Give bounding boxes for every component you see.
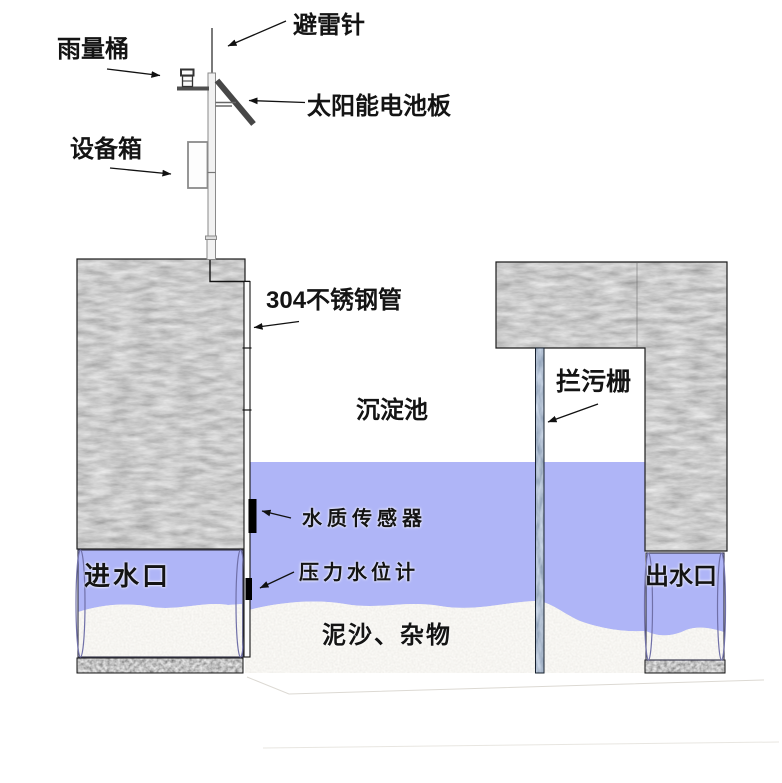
water-quality-sensor-marker — [248, 499, 257, 533]
pool-sand — [245, 601, 645, 673]
label-sedimentation-tank: 沉淀池 — [356, 397, 428, 424]
arrow-to-steel-pipe — [253, 320, 300, 330]
left-concrete-wall — [76, 258, 246, 550]
annotation-arrows — [106, 20, 599, 589]
rain-gauge-bucket — [180, 68, 195, 88]
arrow-to-solar-panel — [248, 97, 306, 105]
label-water-outlet: 出水口 — [645, 563, 717, 590]
equipment-box — [187, 141, 209, 189]
inlet-foundation-strip — [76, 657, 244, 674]
outlet-pipe-opening — [643, 552, 727, 661]
right-concrete-slab-and-column — [495, 261, 728, 552]
utility-pole — [207, 72, 216, 237]
arrow-to-water-quality-sensor — [261, 509, 292, 519]
label-steel-pipe: 304不锈钢管 — [266, 287, 403, 314]
label-water-quality-sensor: 水质传感器 — [302, 508, 427, 530]
arrow-to-pressure-level-gauge — [259, 571, 295, 589]
outlet-sand — [646, 627, 724, 660]
pole-base — [206, 239, 216, 260]
arrow-to-rain-gauge — [106, 68, 161, 78]
label-pressure-level-gauge: 压力水位计 — [299, 562, 419, 584]
label-solar-panel: 太阳能电池板 — [307, 93, 451, 120]
arrow-to-equipment-box — [109, 167, 172, 177]
trash-rack-bar — [535, 347, 545, 674]
label-lightning-rod: 避雷针 — [293, 12, 365, 39]
outlet-foundation-strip — [644, 659, 726, 674]
steel-pipe — [209, 259, 252, 658]
arrow-to-lightning-rod — [227, 20, 287, 47]
arrow-to-trash-rack — [547, 403, 599, 423]
pole-flange — [205, 235, 217, 240]
label-trash-rack: 拦污栅 — [556, 368, 632, 396]
monitoring-pole-assembly — [177, 28, 256, 260]
inlet-sand — [78, 604, 242, 657]
label-equipment-box: 设备箱 — [70, 136, 142, 163]
label-rain-gauge: 雨量桶 — [57, 36, 129, 63]
label-water-inlet: 进水口 — [84, 561, 172, 591]
ground-contour-lines — [246, 676, 780, 749]
pressure-level-gauge-marker — [245, 578, 252, 600]
label-sediment-debris: 泥沙、杂物 — [322, 622, 452, 649]
inlet-pipe-opening — [75, 549, 246, 658]
